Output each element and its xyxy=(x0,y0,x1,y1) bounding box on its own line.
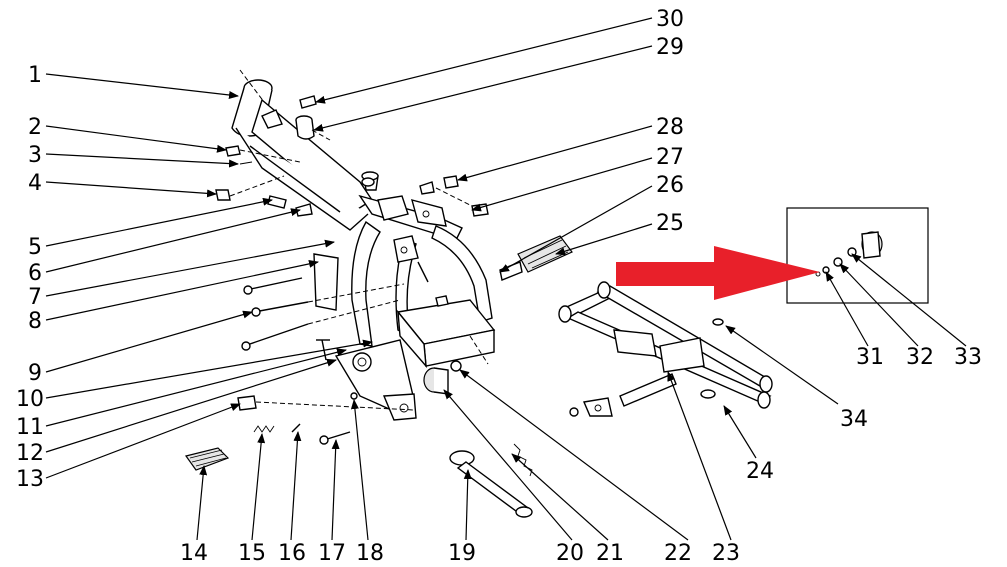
callout-11: 11 xyxy=(16,415,44,440)
callout-4: 4 xyxy=(28,171,42,196)
callout-17: 17 xyxy=(318,541,346,566)
callout-10: 10 xyxy=(16,387,44,412)
callout-2: 2 xyxy=(28,115,42,140)
callout-29: 29 xyxy=(656,35,684,60)
frame-assembly xyxy=(231,69,496,421)
callout-labels: 1 2 3 4 5 6 7 8 9 10 11 12 13 14 15 16 1… xyxy=(16,7,982,566)
callout-23: 23 xyxy=(712,541,740,566)
callout-16: 16 xyxy=(278,541,306,566)
callout-26: 26 xyxy=(656,173,684,198)
callout-28: 28 xyxy=(656,115,684,140)
callout-14: 14 xyxy=(180,541,208,566)
callout-30: 30 xyxy=(656,7,684,32)
pointer-arrow xyxy=(616,246,820,300)
callout-25: 25 xyxy=(656,211,684,236)
callout-32: 32 xyxy=(906,345,934,370)
callout-12: 12 xyxy=(16,441,44,466)
callout-5: 5 xyxy=(28,235,42,260)
callout-8: 8 xyxy=(28,309,42,334)
callout-1: 1 xyxy=(28,63,42,88)
callout-22: 22 xyxy=(664,541,692,566)
callout-13: 13 xyxy=(16,467,44,492)
leader-lines xyxy=(45,17,967,541)
detail-inset xyxy=(786,207,929,304)
callout-15: 15 xyxy=(238,541,266,566)
callout-33: 33 xyxy=(954,345,982,370)
callout-31: 31 xyxy=(856,345,884,370)
callout-9: 9 xyxy=(28,361,42,386)
callout-27: 27 xyxy=(656,145,684,170)
callout-20: 20 xyxy=(556,541,584,566)
callout-3: 3 xyxy=(28,143,42,168)
callout-21: 21 xyxy=(596,541,624,566)
rear-subframe xyxy=(558,281,773,417)
callout-6: 6 xyxy=(28,261,42,286)
callout-18: 18 xyxy=(356,541,384,566)
callout-7: 7 xyxy=(28,285,42,310)
hardware-parts xyxy=(184,95,573,518)
callout-19: 19 xyxy=(448,541,476,566)
callout-34: 34 xyxy=(840,407,868,432)
callout-24: 24 xyxy=(746,459,774,484)
